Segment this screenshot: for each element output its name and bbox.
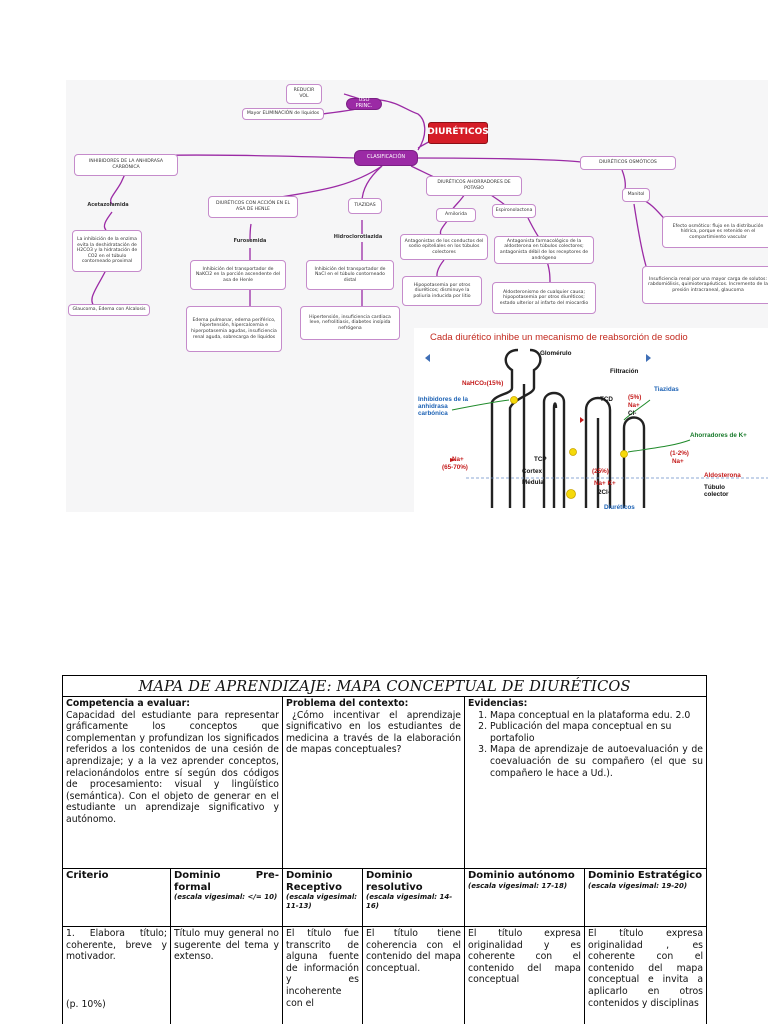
domain-header-receptivo: Dominio Receptivo(escala vigesimal: 11-1… xyxy=(282,868,363,927)
problema-cell: Problema del contexto: ¿Cómo incentivar … xyxy=(282,696,465,869)
diureticos-main-node: DIURÉTICOS xyxy=(427,122,489,144)
acetazolamida-node: Acetazolamida xyxy=(87,202,129,209)
nephron-na-plus-label: Na+ xyxy=(628,402,640,409)
nephron-cl-minus-label: Cl- xyxy=(628,410,637,417)
competencia-text: Capacidad del estudiante para representa… xyxy=(66,709,279,825)
nephron-drawing xyxy=(425,348,768,508)
espironolactona-uso-node: Aldosteronismo de cualquier causa; hipop… xyxy=(492,282,596,314)
nephron-pct5-label: (5%) xyxy=(628,394,642,401)
domain-header-estrategico: Dominio Estratégico(escala vigesimal: 19… xyxy=(583,868,708,927)
criterio-1-estrategico: El título expresa originalidad , es cohe… xyxy=(583,926,708,1024)
concept-map: REDUCIR VOL USO PRINC. Mayor ELIMINACIÓN… xyxy=(66,80,768,512)
nephron-figure: Cada diurético inhibe un mecanismo de re… xyxy=(414,328,768,512)
rubric-title: MAPA DE APRENDIZAJE: MAPA CONCEPTUAL DE … xyxy=(61,675,708,697)
rubric-criterion-row: 1. Elabora título; coherente, breve y mo… xyxy=(62,926,708,1024)
mayor-eliminacion-node: Mayor ELIMINACIÓN de líquidos xyxy=(242,108,324,120)
nephron-nahco3-label: NaHCO3(15%) xyxy=(462,380,504,387)
nephron-ahorradores-label: Ahorradores de K+ xyxy=(690,432,747,439)
reducir-vol-node: REDUCIR VOL xyxy=(286,84,322,104)
amilorida-desc-node: Antagonistas de los conductos del sodio … xyxy=(400,234,488,260)
evidencia-item: Mapa conceptual en la plataforma edu. 2.… xyxy=(490,710,703,722)
criterio-1-resolutivo: El título tiene coherencia con el conten… xyxy=(362,926,465,1024)
nephron-na-plus-b-label: Na+ xyxy=(672,458,684,465)
criterio-1-text: 1. Elabora título; coherente, breve y mo… xyxy=(66,928,167,963)
nephron-pct6570-label: (65-70%) xyxy=(442,464,468,471)
manitol-uso-node: Insuficiencia renal por una mayor carga … xyxy=(642,266,768,304)
domain-header-autonomo: Dominio autónomo(escala vigesimal: 17-18… xyxy=(464,868,585,927)
evidencia-item: Mapa de aprendizaje de autoevaluación y … xyxy=(490,744,703,779)
furosemida-uso-node: Edema pulmonar, edema periférico, hipert… xyxy=(186,306,282,352)
inhibidores-anhidrasa-node: INHIBIDORES DE LA ANHIDRASA CARBÓNICA xyxy=(74,154,178,176)
rubric-header-row: Criterio Dominio Pre-formal(escala viges… xyxy=(62,868,708,927)
nephron-inhibidores-label: Inhibidores de la anhidrasa carbónica xyxy=(418,396,469,417)
rubric-table: MAPA DE APRENDIZAJE: MAPA CONCEPTUAL DE … xyxy=(61,675,708,1024)
tiazidas-node: TIAZIDAS xyxy=(348,198,382,214)
evidencias-list: Mapa conceptual en la plataforma edu. 2.… xyxy=(490,710,703,780)
hidroclorotiazida-uso-node: Hipertensión, insuficiencia cardiaca lev… xyxy=(300,306,400,340)
manitol-desc-node: Efecto osmótico: flujo en la distribució… xyxy=(662,216,768,248)
asa-henle-node: DIURÉTICOS CON ACCIÓN EN EL ASA DE HENLE xyxy=(208,196,298,218)
evidencias-cell: Evidencias: Mapa conceptual en la plataf… xyxy=(463,696,708,869)
criterio-header: Criterio xyxy=(62,868,171,927)
nephron-2cl-label: 2Cl- xyxy=(598,489,610,496)
ahorradores-node: DIURÉTICOS AHORRADORES DE POTASIO xyxy=(426,176,522,196)
nephron-tiazidas-label: Tiazidas xyxy=(654,386,679,393)
nav-right-arrow-icon xyxy=(646,354,651,362)
manitol-node: Manitol xyxy=(622,188,650,202)
nephron-medula-label: Médula xyxy=(522,479,544,486)
evidencias-heading: Evidencias: xyxy=(468,698,528,709)
nephron-tubulo-label: Túbulo colector xyxy=(704,484,729,498)
amilorida-node: Amilorida xyxy=(436,208,476,222)
problema-heading: Problema del contexto: xyxy=(286,698,409,709)
evidencia-item: Publicación del mapa conceptual en su po… xyxy=(490,721,703,744)
domain-header-resolutivo: Dominio resolutivo(escala vigesimal: 14-… xyxy=(362,868,465,927)
hidroclorotiazida-desc-node: Inhibición del transportador de NaCl en … xyxy=(306,260,394,290)
nephron-pct12-label: (1-2%) xyxy=(670,450,689,457)
rubric-title-row: MAPA DE APRENDIZAJE: MAPA CONCEPTUAL DE … xyxy=(61,675,708,697)
nephron-aldosterona-label: Aldosterona xyxy=(704,472,741,479)
criterio-1-preformal: Título muy general no sugerente del tema… xyxy=(170,926,283,1024)
espironolactona-node: Espironolactona xyxy=(492,204,536,218)
osmoticos-node: DIURÉTICOS OSMÓTICOS xyxy=(580,156,676,170)
furosemida-desc-node: Inhibición del transportador de NaKCl2 e… xyxy=(190,260,286,290)
nav-left-arrow-icon xyxy=(425,354,430,362)
nephron-tcd-label: TCD xyxy=(600,396,613,403)
nephron-na-left-label: Na+ xyxy=(452,456,464,463)
acetazolamida-desc-node: La inhibición de la enzima evita la desh… xyxy=(72,230,142,272)
nephron-title: Cada diurético inhibe un mecanismo de re… xyxy=(430,332,688,343)
nephron-diureticos-label: Diuréticos xyxy=(604,504,635,511)
clasificacion-node: CLASIFICACIÓN xyxy=(354,150,418,166)
nephron-tcp-label: TCP xyxy=(534,456,547,463)
criterio-1-cell: 1. Elabora título; coherente, breve y mo… xyxy=(62,926,171,1024)
criterio-1-receptivo: El título fue transcrito de alguna fuent… xyxy=(282,926,363,1024)
nephron-glomerulo-label: Glomérulo xyxy=(540,350,572,357)
rubric-context-row: Competencia a evaluar: Capacidad del est… xyxy=(62,696,708,869)
amilorida-uso-node: Hipopotasemia por otros diuréticos; dism… xyxy=(402,276,482,306)
problema-text: ¿Cómo incentivar el aprendizaje signific… xyxy=(286,709,461,756)
nephron-cortex-label: Cortex xyxy=(522,468,542,475)
furosemida-node: Furosemida xyxy=(233,238,267,245)
uso-princ-node: USO PRINC. xyxy=(346,98,382,110)
criterio-1-peso: (p. 10%) xyxy=(66,998,106,1010)
nephron-filtracion-label: Filtración xyxy=(610,368,639,375)
nephron-pct25-label: (25%) xyxy=(592,468,609,475)
criterio-1-autonomo: El título expresa originalidad y es cohe… xyxy=(464,926,585,1024)
espironolactona-desc-node: Antagonista farmacológico de la aldoster… xyxy=(494,236,594,264)
domain-header-preformal: Dominio Pre-formal(escala vigesimal: </=… xyxy=(170,868,283,927)
hidroclorotiazida-node: Hidroclorotiazida xyxy=(333,234,383,241)
competencia-heading: Competencia a evaluar: xyxy=(66,698,190,709)
competencia-cell: Competencia a evaluar: Capacidad del est… xyxy=(62,696,283,869)
nephron-na-k-label: Na+ K+ xyxy=(594,480,616,487)
acetazolamida-uso-node: Glaucoma, Edema con Alcalosis xyxy=(68,304,150,316)
